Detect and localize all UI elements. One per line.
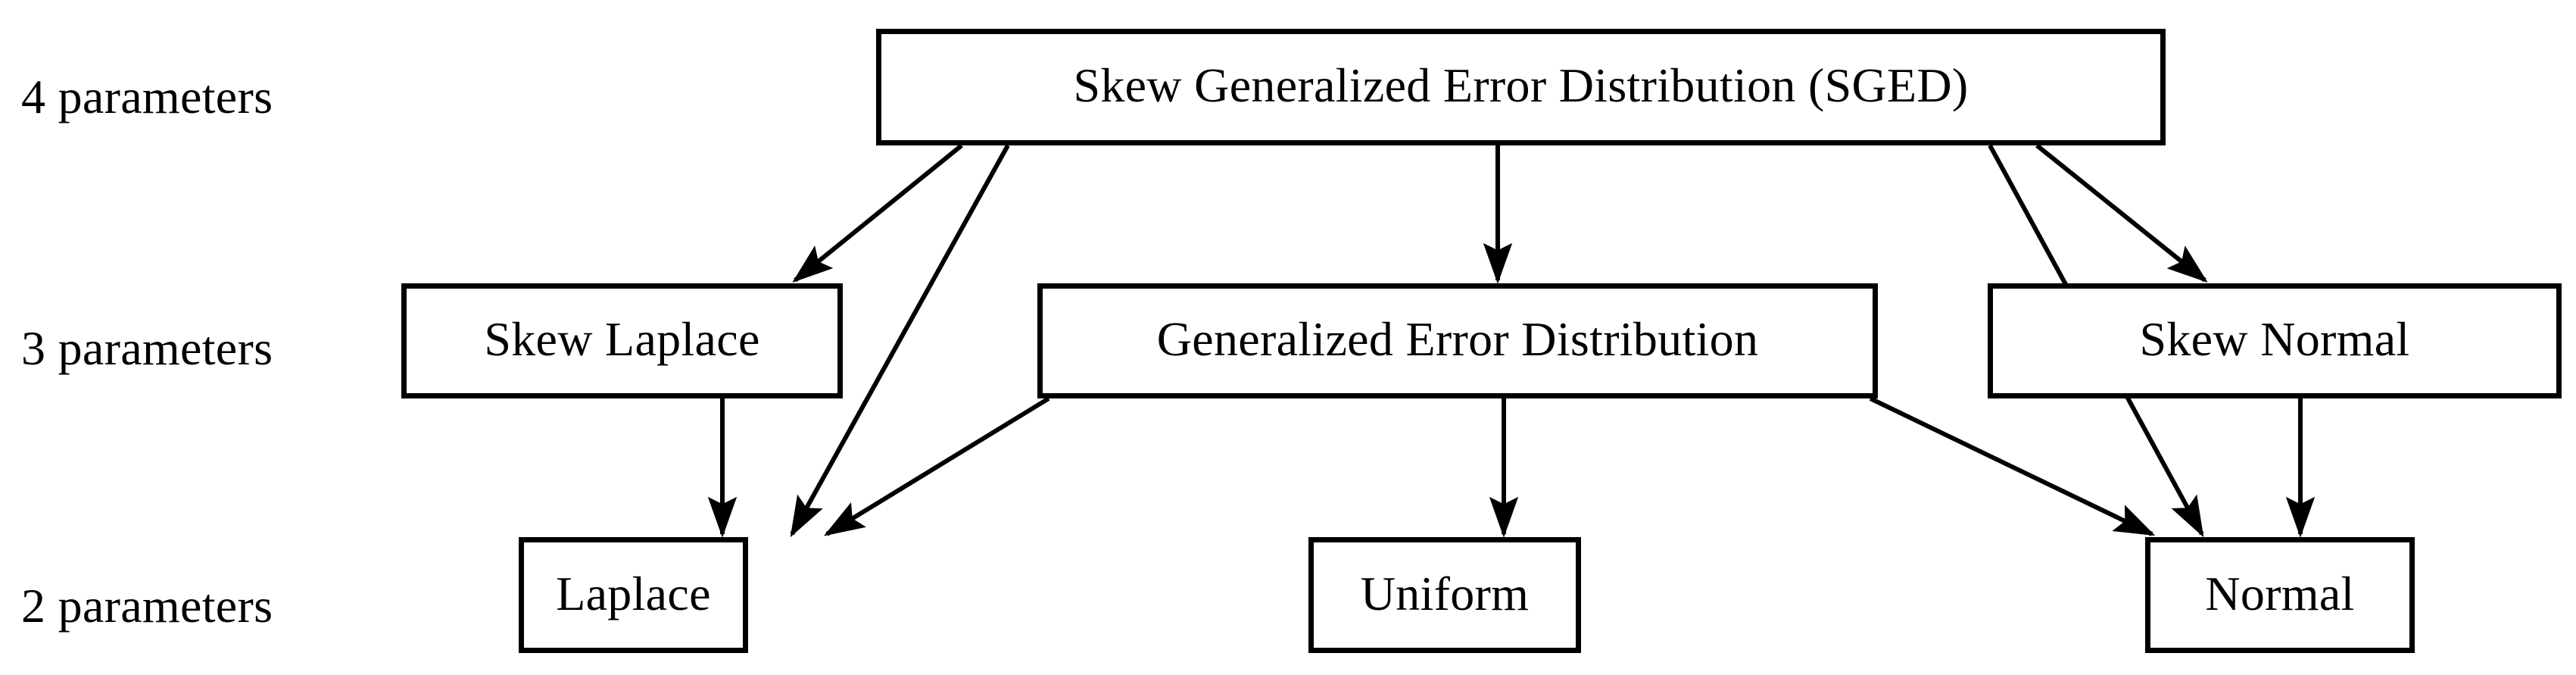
node-laplace-label: Laplace xyxy=(556,566,711,620)
edge-generalized-error-distribution-to-laplace xyxy=(823,396,1050,536)
row-label-3-parameters: 3 parameters xyxy=(21,324,273,373)
node-uniform-label: Uniform xyxy=(1360,566,1530,620)
row-label-2-parameters-text: 2 parameters xyxy=(21,579,273,633)
row-label-4-parameters-text: 4 parameters xyxy=(21,70,273,123)
node-skew-normal[interactable]: Skew Normal xyxy=(1988,283,2562,398)
node-normal-label: Normal xyxy=(2205,566,2355,620)
node-sged-label: Skew Generalized Error Distribution (SGE… xyxy=(1073,58,1969,112)
row-label-4-parameters: 4 parameters xyxy=(21,73,273,121)
node-sged[interactable]: Skew Generalized Error Distribution (SGE… xyxy=(876,29,2166,145)
node-skew-normal-label: Skew Normal xyxy=(2139,312,2410,366)
node-skew-laplace[interactable]: Skew Laplace xyxy=(401,283,843,398)
edge-sged-to-skew-normal xyxy=(2035,143,2208,283)
node-normal[interactable]: Normal xyxy=(2145,537,2415,653)
node-uniform[interactable]: Uniform xyxy=(1308,537,1581,653)
node-generalized-error-distribution-label: Generalized Error Distribution xyxy=(1156,312,1759,366)
node-generalized-error-distribution[interactable]: Generalized Error Distribution xyxy=(1037,283,1878,398)
node-laplace[interactable]: Laplace xyxy=(519,537,748,653)
edge-sged-to-skew-laplace xyxy=(792,143,963,283)
edge-generalized-error-distribution-to-normal xyxy=(1869,396,2156,536)
row-label-2-parameters: 2 parameters xyxy=(21,582,273,630)
row-label-3-parameters-text: 3 parameters xyxy=(21,321,273,375)
node-skew-laplace-label: Skew Laplace xyxy=(484,312,760,366)
